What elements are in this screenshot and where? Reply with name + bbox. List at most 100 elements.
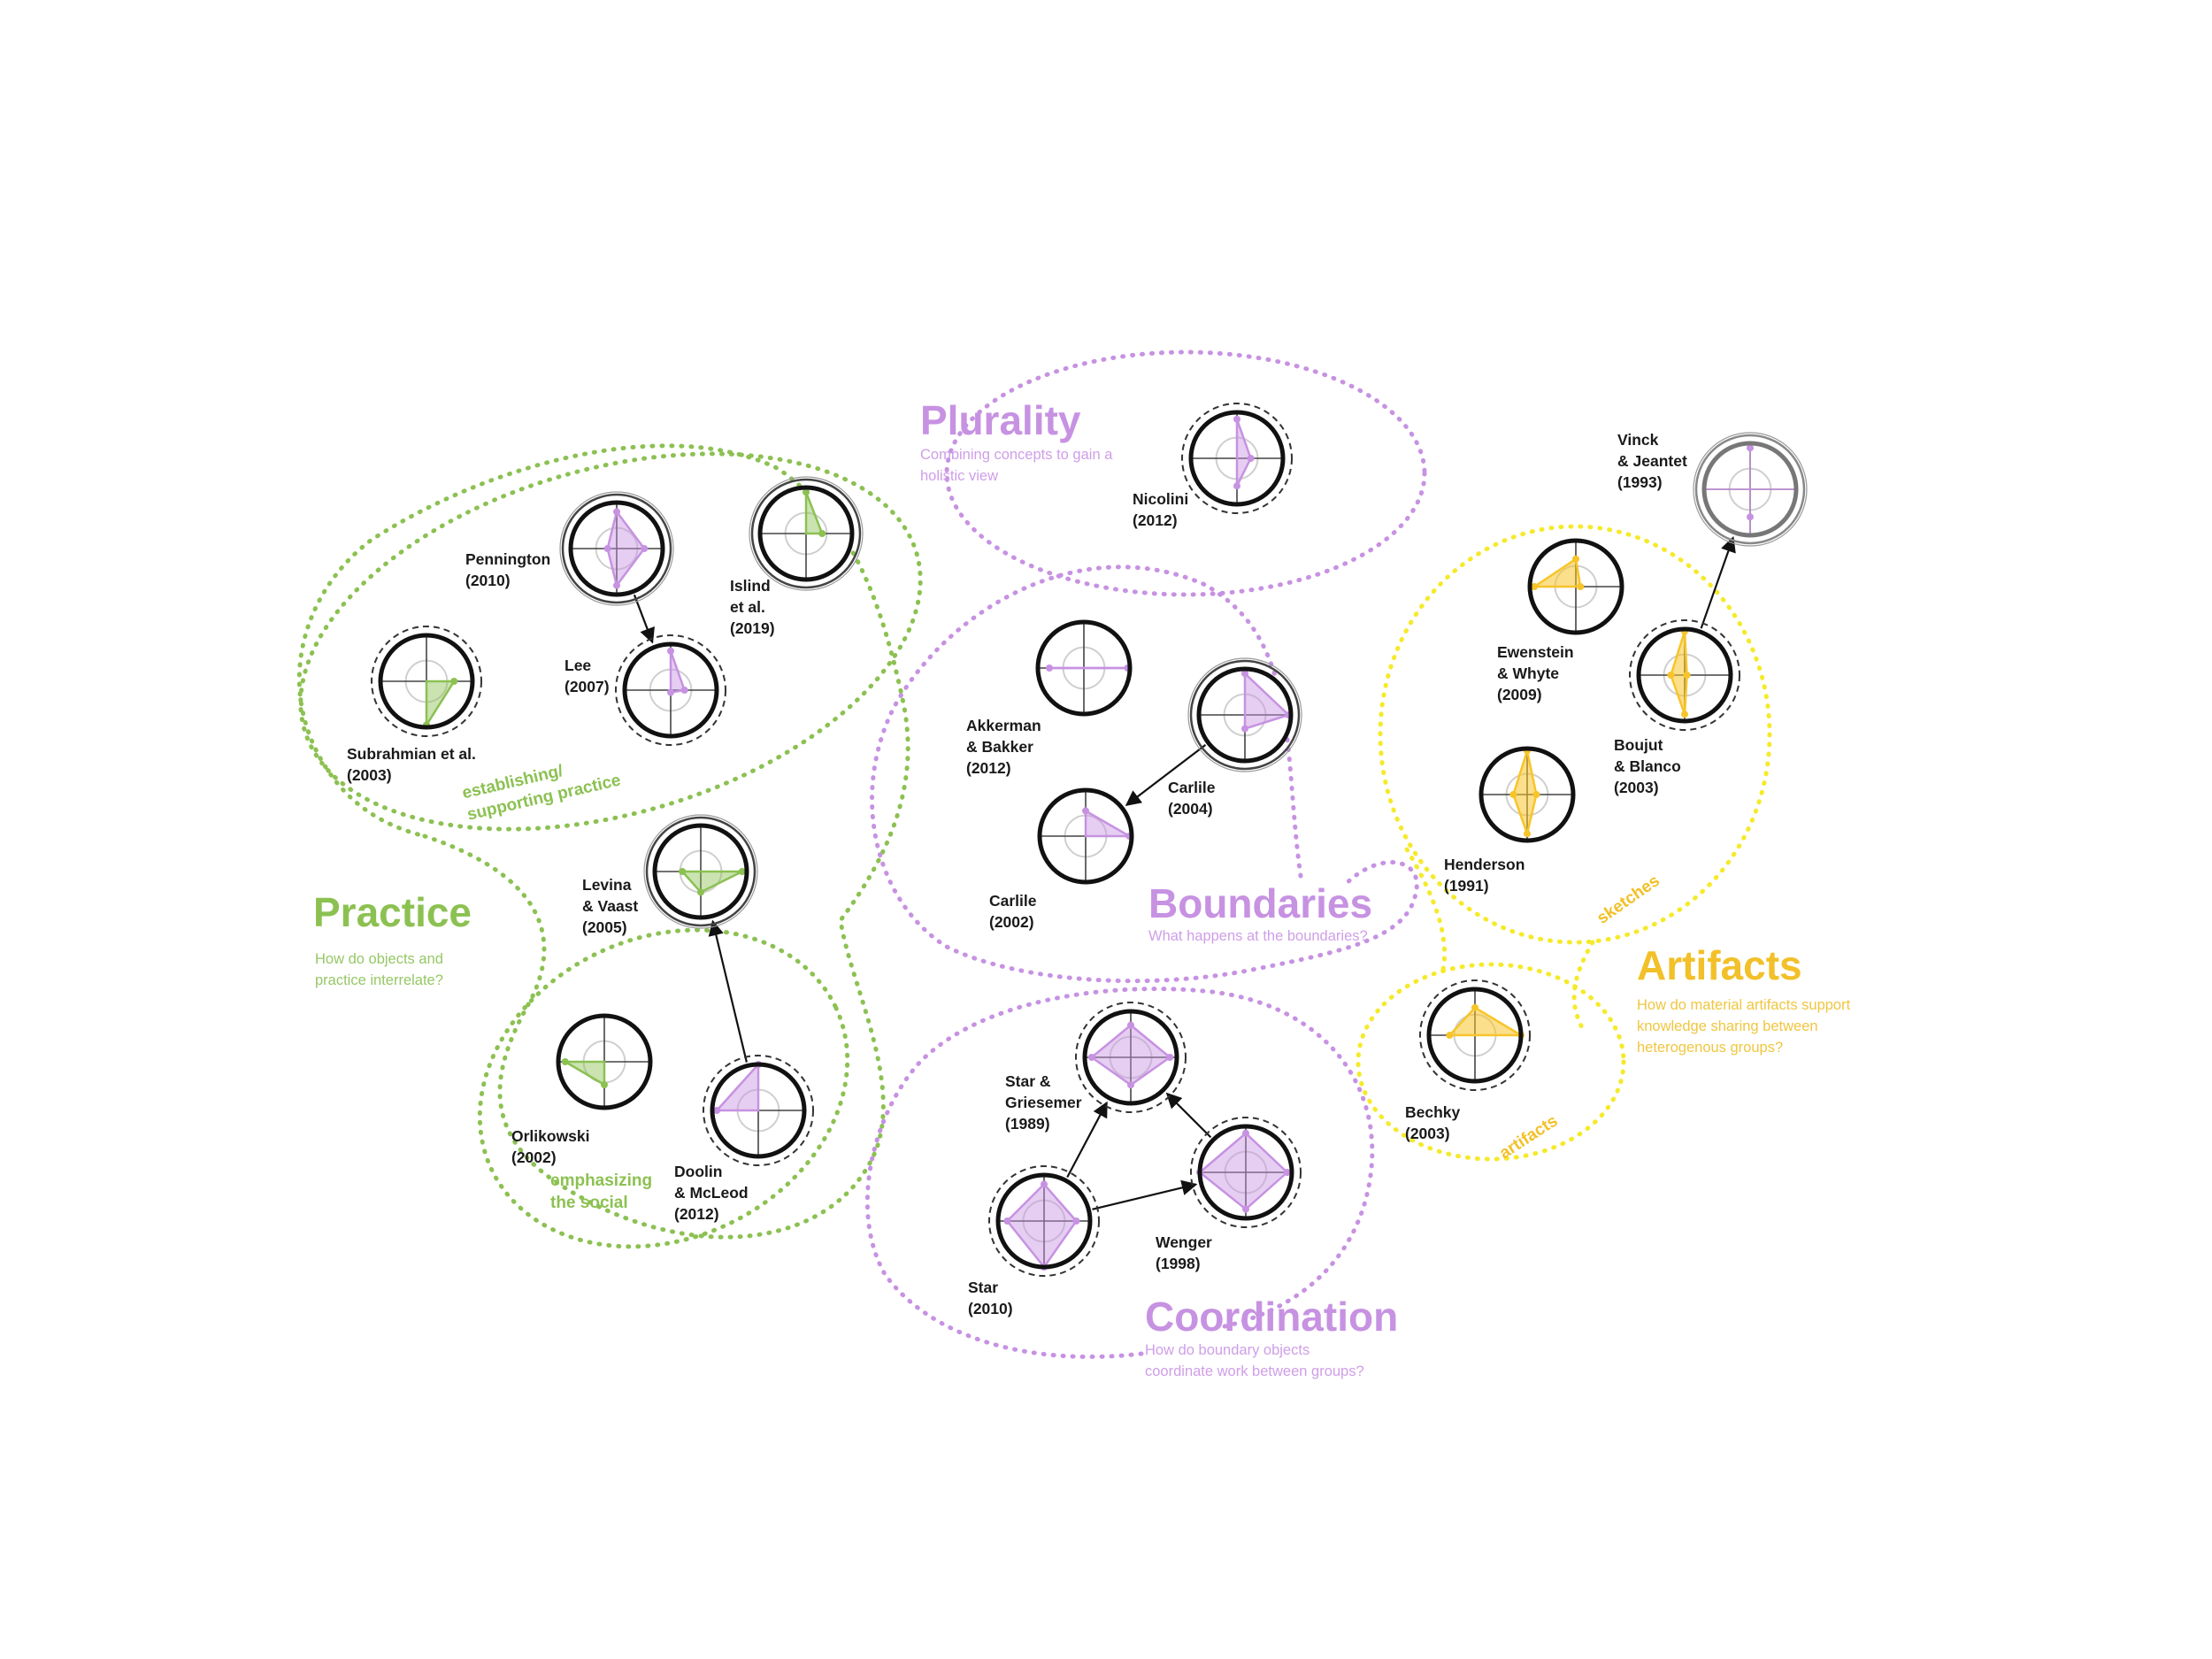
arrow-boujut-to-vinck xyxy=(1700,536,1736,629)
glyph-ring xyxy=(1527,538,1624,635)
radar-point xyxy=(667,647,674,655)
radar-shape xyxy=(425,680,456,726)
work-glyph-pennington xyxy=(559,491,674,606)
radar-point xyxy=(1242,1129,1249,1137)
radar-point xyxy=(1127,1021,1134,1029)
work-glyph-henderson xyxy=(1479,746,1576,843)
outer-dashed-ring xyxy=(371,626,482,737)
radar-point xyxy=(1577,583,1585,590)
arrow-wenger-to-star_griesemer xyxy=(1165,1092,1212,1139)
outer-dashed-ring xyxy=(1190,1117,1302,1228)
radar-point xyxy=(713,1107,721,1114)
radar-shape xyxy=(1532,557,1582,588)
radar-point xyxy=(1241,670,1248,678)
sketches-cluster-outline xyxy=(1378,524,1772,945)
radar-point xyxy=(1683,672,1691,679)
radar-point xyxy=(601,1081,608,1088)
radar-shape xyxy=(715,1063,760,1112)
outer-ring xyxy=(561,493,672,604)
establishing-cluster-outline xyxy=(298,451,923,832)
radar-point xyxy=(561,1058,569,1065)
work-glyph-islind xyxy=(749,476,864,591)
glyph-ring xyxy=(757,485,855,582)
outer-ring xyxy=(1189,659,1301,771)
work-glyph-star xyxy=(988,1165,1100,1277)
radar-point xyxy=(818,530,826,537)
radar-point xyxy=(1247,455,1255,462)
radar-point xyxy=(679,868,687,875)
work-glyph-boujut xyxy=(1629,619,1740,731)
radar-point xyxy=(1166,1054,1174,1061)
radar-shape xyxy=(1448,1006,1523,1037)
radar-point xyxy=(641,545,649,552)
radar-point xyxy=(1667,672,1675,679)
radar-point xyxy=(613,508,620,516)
glyph-ring xyxy=(710,1062,807,1159)
work-glyphs xyxy=(371,403,1808,1277)
work-glyph-carlile2002 xyxy=(1037,787,1134,885)
outer-thin-ring xyxy=(1693,432,1808,547)
radar-point xyxy=(1087,1054,1095,1061)
citation-arrows xyxy=(633,536,1736,1210)
work-glyph-bechky xyxy=(1419,979,1531,1091)
radar-point xyxy=(1572,555,1579,563)
glyph-ring xyxy=(622,641,719,739)
work-glyph-doolin xyxy=(703,1055,814,1166)
radar-point xyxy=(1003,1217,1011,1225)
social-cluster-outline xyxy=(477,927,850,1249)
glyph-ring xyxy=(1197,1124,1294,1221)
outer-ring xyxy=(1694,434,1806,545)
radar-point xyxy=(1681,710,1688,718)
glyph-ring xyxy=(1188,410,1286,507)
outer-dashed-ring xyxy=(988,1165,1100,1277)
radar-point xyxy=(1082,807,1089,815)
work-glyph-levina xyxy=(643,814,758,929)
arrow-star-to-wenger xyxy=(1092,1179,1198,1210)
radar-point xyxy=(667,688,674,696)
glyph-ring xyxy=(995,1172,1093,1270)
glyph-ring xyxy=(556,1013,653,1110)
outer-thin-ring xyxy=(1187,657,1302,772)
work-glyph-star_griesemer xyxy=(1075,1002,1187,1113)
radar-shape xyxy=(804,490,824,535)
glyph-ring xyxy=(1701,441,1799,538)
practice-cluster-outline xyxy=(296,443,910,1240)
glyph-ring xyxy=(1479,746,1576,843)
glyph-ring xyxy=(652,823,749,920)
radar-point xyxy=(613,581,620,589)
glyph-ring xyxy=(378,633,475,730)
coordination-cluster-outline xyxy=(864,987,1375,1359)
outer-dashed-ring xyxy=(1075,1002,1187,1113)
radar-point xyxy=(1241,725,1248,733)
glyph-ring xyxy=(1636,626,1733,724)
work-glyph-akkerman xyxy=(1035,619,1133,717)
radar-point xyxy=(1046,664,1053,672)
radar-point xyxy=(697,888,704,896)
work-glyph-nicolini xyxy=(1181,403,1293,514)
work-glyph-vinck xyxy=(1693,432,1808,547)
work-glyph-wenger xyxy=(1190,1117,1302,1228)
work-glyph-ewenstein xyxy=(1527,538,1624,635)
outer-dashed-ring xyxy=(1181,403,1293,514)
outer-thin-ring xyxy=(643,814,758,929)
arrow-doolin-to-levina xyxy=(708,919,748,1063)
radar-shape xyxy=(1084,810,1131,838)
radar-point xyxy=(680,687,688,694)
radar-point xyxy=(1041,1180,1048,1188)
glyph-ring xyxy=(1196,666,1294,764)
radar-point xyxy=(1072,1217,1080,1225)
work-glyph-orlikowski xyxy=(556,1013,653,1110)
radar-shape xyxy=(564,1060,606,1087)
radar-point xyxy=(738,868,746,875)
arrow-pennington-to-lee xyxy=(633,594,655,644)
radar-point xyxy=(1747,444,1754,452)
radar-point xyxy=(450,678,458,685)
glyph-ring xyxy=(568,500,665,597)
artifacts-connector-outline xyxy=(1404,847,1595,1033)
arrow-star-to-star_griesemer xyxy=(1066,1101,1108,1179)
outer-dashed-ring xyxy=(615,634,726,746)
glyph-ring xyxy=(1037,787,1134,885)
outer-thin-ring xyxy=(559,491,674,606)
radar-point xyxy=(1471,1003,1479,1011)
